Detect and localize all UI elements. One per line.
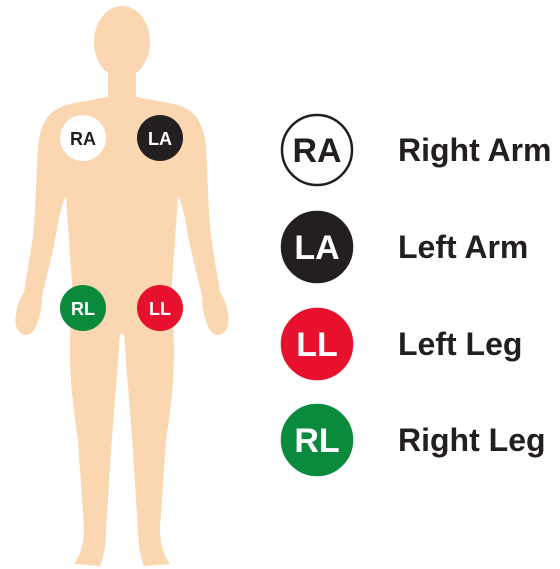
ll-electrode-on-body: LL bbox=[137, 285, 183, 331]
rl-legend-label: Right Leg bbox=[398, 422, 546, 458]
ll-electrode-abbr-on-body: LL bbox=[149, 299, 171, 319]
la-legend-label: Left Arm bbox=[398, 229, 528, 265]
ll-legend-label: Left Leg bbox=[398, 326, 522, 362]
rl-electrode-legend: RL bbox=[282, 405, 352, 475]
la-electrode-abbr-legend: LA bbox=[294, 229, 339, 267]
rl-electrode-abbr-on-body: RL bbox=[71, 299, 95, 319]
rl-electrode-on-body: RL bbox=[60, 285, 106, 331]
la-electrode-abbr-on-body: LA bbox=[148, 129, 172, 149]
la-electrode-legend: LA bbox=[282, 212, 352, 282]
ra-electrode-abbr-on-body: RA bbox=[70, 129, 96, 149]
human-body-silhouette bbox=[15, 6, 228, 566]
ra-electrode-legend: RA bbox=[282, 115, 352, 185]
ll-electrode-abbr-legend: LL bbox=[296, 326, 338, 364]
rl-electrode-abbr-legend: RL bbox=[294, 422, 339, 460]
la-electrode-on-body: LA bbox=[137, 115, 183, 161]
ll-electrode-legend: LL bbox=[282, 309, 352, 379]
ra-electrode-abbr-legend: RA bbox=[292, 132, 341, 170]
body-torso-limbs bbox=[15, 92, 228, 566]
body-head bbox=[94, 6, 150, 78]
ra-electrode-on-body: RA bbox=[60, 115, 106, 161]
ra-legend-label: Right Arm bbox=[398, 132, 551, 168]
